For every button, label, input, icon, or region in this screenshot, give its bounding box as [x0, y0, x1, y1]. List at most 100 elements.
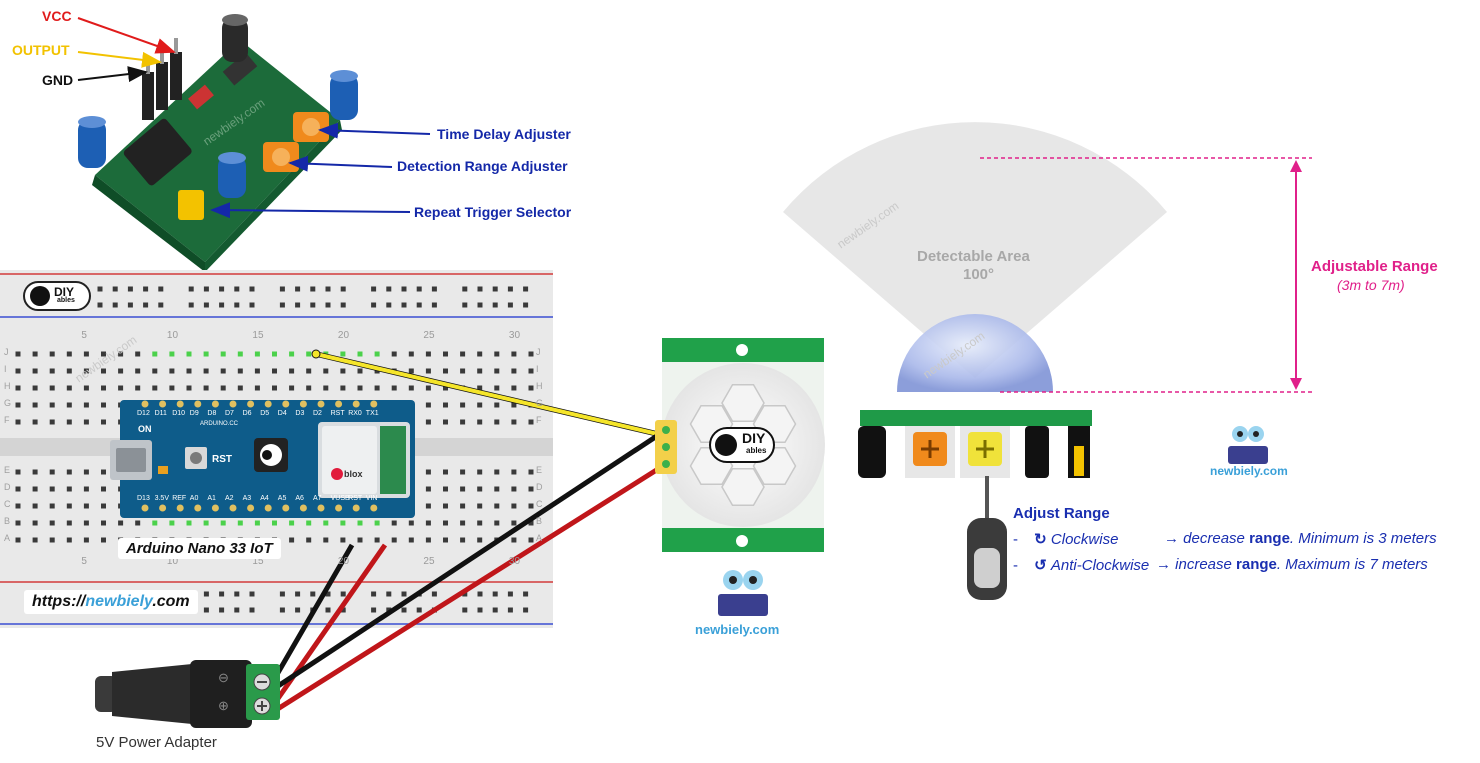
breadboard-hole: [374, 537, 380, 543]
breadboard-column-number: 30: [508, 330, 521, 341]
screwdriver: [967, 476, 1007, 600]
breadboard-hole: [460, 503, 466, 509]
breadboard-hole: [15, 385, 21, 391]
breadboard-hole: [477, 469, 483, 475]
breadboard-hole: [83, 520, 89, 526]
breadboard-hole: [289, 351, 295, 357]
arduino-pin-label: D8: [207, 410, 217, 417]
breadboard-hole: [306, 385, 312, 391]
breadboard-hole: [431, 286, 437, 292]
clockwise-direction: Clockwise: [1050, 531, 1119, 548]
breadboard-hole: [494, 520, 500, 526]
breadboard-hole: [169, 520, 175, 526]
adjustable-range-value: (3m to 7m): [1337, 277, 1405, 293]
breadboard-hole: [118, 520, 124, 526]
breadboard-hole: [511, 520, 517, 526]
arduino-pin-hole: [299, 400, 307, 408]
breadboard-hole: [143, 286, 149, 292]
breadboard-hole: [374, 520, 380, 526]
breadboard-row-letter: C: [4, 499, 11, 509]
breadboard-hole: [186, 368, 192, 374]
pir-logo-sub: ables: [746, 446, 767, 455]
arduino-pin-hole: [282, 504, 290, 512]
breadboard-hole: [186, 351, 192, 357]
breadboard-hole: [32, 537, 38, 543]
breadboard-hole: [425, 385, 431, 391]
breadboard-hole: [83, 486, 89, 492]
clockwise-note-text: is 3 meters: [1363, 530, 1437, 547]
detectable-angle-label: 100°: [963, 266, 995, 283]
breadboard-hole: [135, 520, 141, 526]
pir-side-view: [783, 122, 1167, 478]
breadboard-hole: [310, 286, 316, 292]
breadboard-hole: [462, 591, 468, 597]
breadboard-hole: [323, 520, 329, 526]
breadboard-hole: [460, 402, 466, 408]
breadboard-hole: [101, 351, 106, 357]
breadboard-hole: [66, 351, 72, 357]
arduino-pin-label: A6: [295, 495, 304, 502]
breadboard-hole: [112, 302, 118, 308]
breadboard-hole: [494, 486, 500, 492]
breadboard-hole: [323, 537, 329, 543]
breadboard-hole: [289, 520, 295, 526]
repeat-trigger-jumper: [178, 190, 204, 220]
breadboard-hole: [391, 520, 397, 526]
breadboard-hole: [66, 368, 72, 374]
breadboard-hole: [443, 486, 448, 492]
anticlockwise-direction: Anti-Clockwise: [1050, 557, 1150, 574]
breadboard-hole: [460, 368, 466, 374]
arduino-pin-label: RST: [330, 410, 345, 417]
breadboard-column-number: 10: [166, 330, 179, 341]
breadboard-hole: [340, 286, 346, 292]
breadboard-hole: [425, 402, 431, 408]
arduino-rst-label: RST: [212, 454, 232, 465]
breadboard-hole: [203, 368, 209, 374]
breadboard-hole: [306, 368, 312, 374]
breadboard-column-number: 5: [81, 330, 87, 341]
arduino-pin-label: VIN: [365, 495, 378, 502]
arduino-pin-label: D13: [137, 495, 150, 502]
breadboard-hole: [528, 351, 534, 357]
breadboard-column-number: 15: [252, 556, 264, 567]
breadboard-hole: [279, 302, 285, 308]
breadboard-hole: [523, 607, 529, 613]
breadboard-column-number: 15: [252, 330, 264, 341]
capacitors: [78, 14, 358, 198]
arduino-pin-label: A4: [260, 495, 269, 502]
breadboard-hole: [323, 385, 329, 391]
arduino-pin-hole: [176, 504, 184, 512]
breadboard-hole: [101, 537, 106, 543]
breadboard-hole: [254, 368, 260, 374]
breadboard-hole: [386, 302, 392, 308]
breadboard-hole: [169, 351, 175, 357]
breadboard-row-letter: F: [4, 415, 10, 425]
breadboard-hole: [272, 351, 277, 357]
arduino-pin-hole: [370, 400, 378, 408]
breadboard-hole: [477, 302, 483, 308]
breadboard-hole: [310, 591, 316, 597]
power-adapter-label: 5V Power Adapter: [96, 734, 217, 751]
breadboard-hole: [416, 607, 422, 613]
breadboard-hole: [249, 302, 255, 308]
breadboard-hole: [66, 419, 72, 425]
arduino-pin-hole: [194, 504, 202, 512]
anticlockwise-arrow: →: [1156, 556, 1171, 573]
breadboard-column-number: 20: [337, 330, 350, 341]
breadboard-row-letter: I: [536, 364, 539, 374]
breadboard-hole: [325, 607, 331, 613]
clockwise-bullet: -: [1013, 531, 1018, 548]
diyables-logo-text: DIY: [54, 285, 75, 299]
breadboard-hole: [492, 591, 498, 597]
breadboard-hole: [511, 503, 517, 509]
arduino-pin-hole: [141, 400, 149, 408]
breadboard-hole: [408, 368, 414, 374]
arduino-pin-hole: [352, 400, 360, 408]
breadboard-hole: [371, 302, 377, 308]
diyables-logo: [23, 281, 91, 311]
breadboard-hole: [32, 385, 38, 391]
arduino-pin-label: D11: [154, 410, 167, 417]
anticlockwise-row: - ↺ Anti-Clockwise: [1013, 556, 1149, 574]
breadboard-hole: [186, 520, 192, 526]
anticlockwise-keyword: range: [1236, 556, 1277, 573]
